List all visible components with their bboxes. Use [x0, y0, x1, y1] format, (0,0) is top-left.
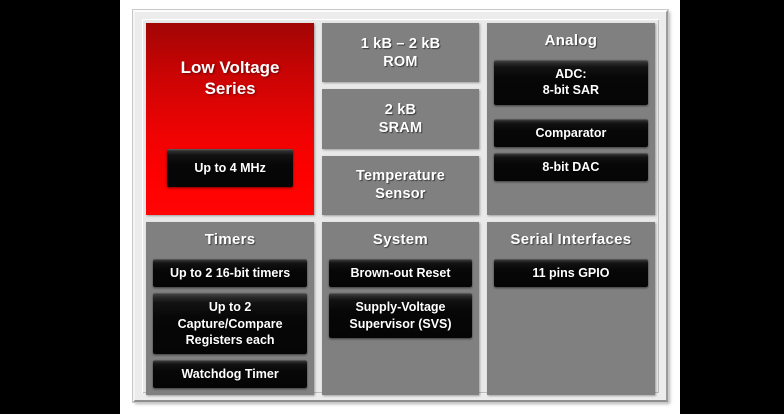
panel-analog-title: Analog: [544, 32, 598, 49]
chip-dac-label: 8-bit DAC: [542, 159, 600, 174]
chip-brown-out-reset-label: Brown-out Reset: [350, 266, 451, 280]
block-diagram-grid: Low Voltage Series Up to 4 MHz 1 kB – 2 …: [146, 23, 655, 396]
chip-brown-out-reset[interactable]: Brown-out Reset: [329, 259, 472, 288]
panel-serial-interfaces-title: Serial Interfaces: [510, 231, 632, 248]
hero-title-line2: Series: [204, 79, 256, 99]
chip-adc-line1: ADC:: [555, 67, 587, 81]
panel-system-title: System: [372, 231, 429, 248]
chip-clock-speed[interactable]: Up to 4 MHz: [167, 149, 294, 187]
diagram-stage: Low Voltage Series Up to 4 MHz 1 kB – 2 …: [120, 0, 680, 414]
diagram-frame-inner: Low Voltage Series Up to 4 MHz 1 kB – 2 …: [142, 19, 659, 396]
panel-low-voltage-series: Low Voltage Series Up to 4 MHz: [146, 23, 315, 215]
hero-title-line1: Low Voltage: [180, 58, 280, 77]
chip-adc-line2: 8-bit SAR: [542, 83, 600, 98]
panel-system: System Brown-out Reset Supply-Voltage Su…: [322, 222, 479, 396]
block-sram-line2: SRAM: [378, 119, 423, 136]
block-rom[interactable]: 1 kB – 2 kB ROM: [322, 23, 479, 83]
chip-capture-compare-line1: Up to 2: [208, 300, 252, 315]
chip-gpio-label: 11 pins GPIO: [532, 266, 610, 280]
block-rom-line1: 1 kB – 2 kB: [360, 35, 441, 52]
block-rom-line2: ROM: [383, 53, 418, 70]
chip-16bit-timers-label: Up to 2 16-bit timers: [170, 266, 291, 280]
chip-16bit-timers[interactable]: Up to 2 16-bit timers: [153, 259, 308, 288]
chip-svs-line1: Supply-Voltage: [355, 300, 446, 315]
chip-clock-speed-label: Up to 4 MHz: [194, 160, 266, 175]
panel-analog: Analog ADC: 8-bit SAR Comparator 8-bit D…: [486, 23, 655, 215]
chip-capture-compare-line2: Capture/Compare: [177, 316, 283, 331]
block-temperature-sensor-line2: Sensor: [375, 186, 426, 203]
chip-gpio[interactable]: 11 pins GPIO: [493, 259, 648, 288]
block-sram[interactable]: 2 kB SRAM: [322, 89, 479, 149]
chip-svs[interactable]: Supply-Voltage Supervisor (SVS): [329, 293, 472, 338]
chip-comparator[interactable]: Comparator: [493, 118, 648, 147]
panel-timers-title: Timers: [204, 231, 256, 248]
diagram-frame: Low Voltage Series Up to 4 MHz 1 kB – 2 …: [133, 10, 668, 402]
chip-dac[interactable]: 8-bit DAC: [493, 152, 648, 181]
chip-adc[interactable]: ADC: 8-bit SAR: [493, 60, 648, 105]
chip-watchdog-timer[interactable]: Watchdog Timer: [153, 360, 308, 389]
memory-column: 1 kB – 2 kB ROM 2 kB SRAM Temperature: [322, 23, 479, 215]
block-temperature-sensor-line1: Temperature: [356, 168, 445, 185]
hero-title: Low Voltage Series: [181, 57, 280, 100]
panel-timers: Timers Up to 2 16-bit timers Up to 2 Cap…: [146, 222, 315, 396]
chip-watchdog-timer-label: Watchdog Timer: [181, 367, 279, 381]
chip-comparator-label: Comparator: [535, 125, 607, 140]
chip-capture-compare-line3: Registers each: [185, 332, 275, 347]
chip-capture-compare[interactable]: Up to 2 Capture/Compare Registers each: [153, 293, 308, 354]
block-sram-line1: 2 kB: [384, 101, 417, 118]
block-temperature-sensor[interactable]: Temperature Sensor: [322, 155, 479, 215]
panel-serial-interfaces: Serial Interfaces 11 pins GPIO: [486, 222, 655, 396]
chip-svs-line2: Supervisor (SVS): [349, 316, 452, 331]
hero-chip-wrap: Up to 4 MHz: [146, 149, 314, 187]
